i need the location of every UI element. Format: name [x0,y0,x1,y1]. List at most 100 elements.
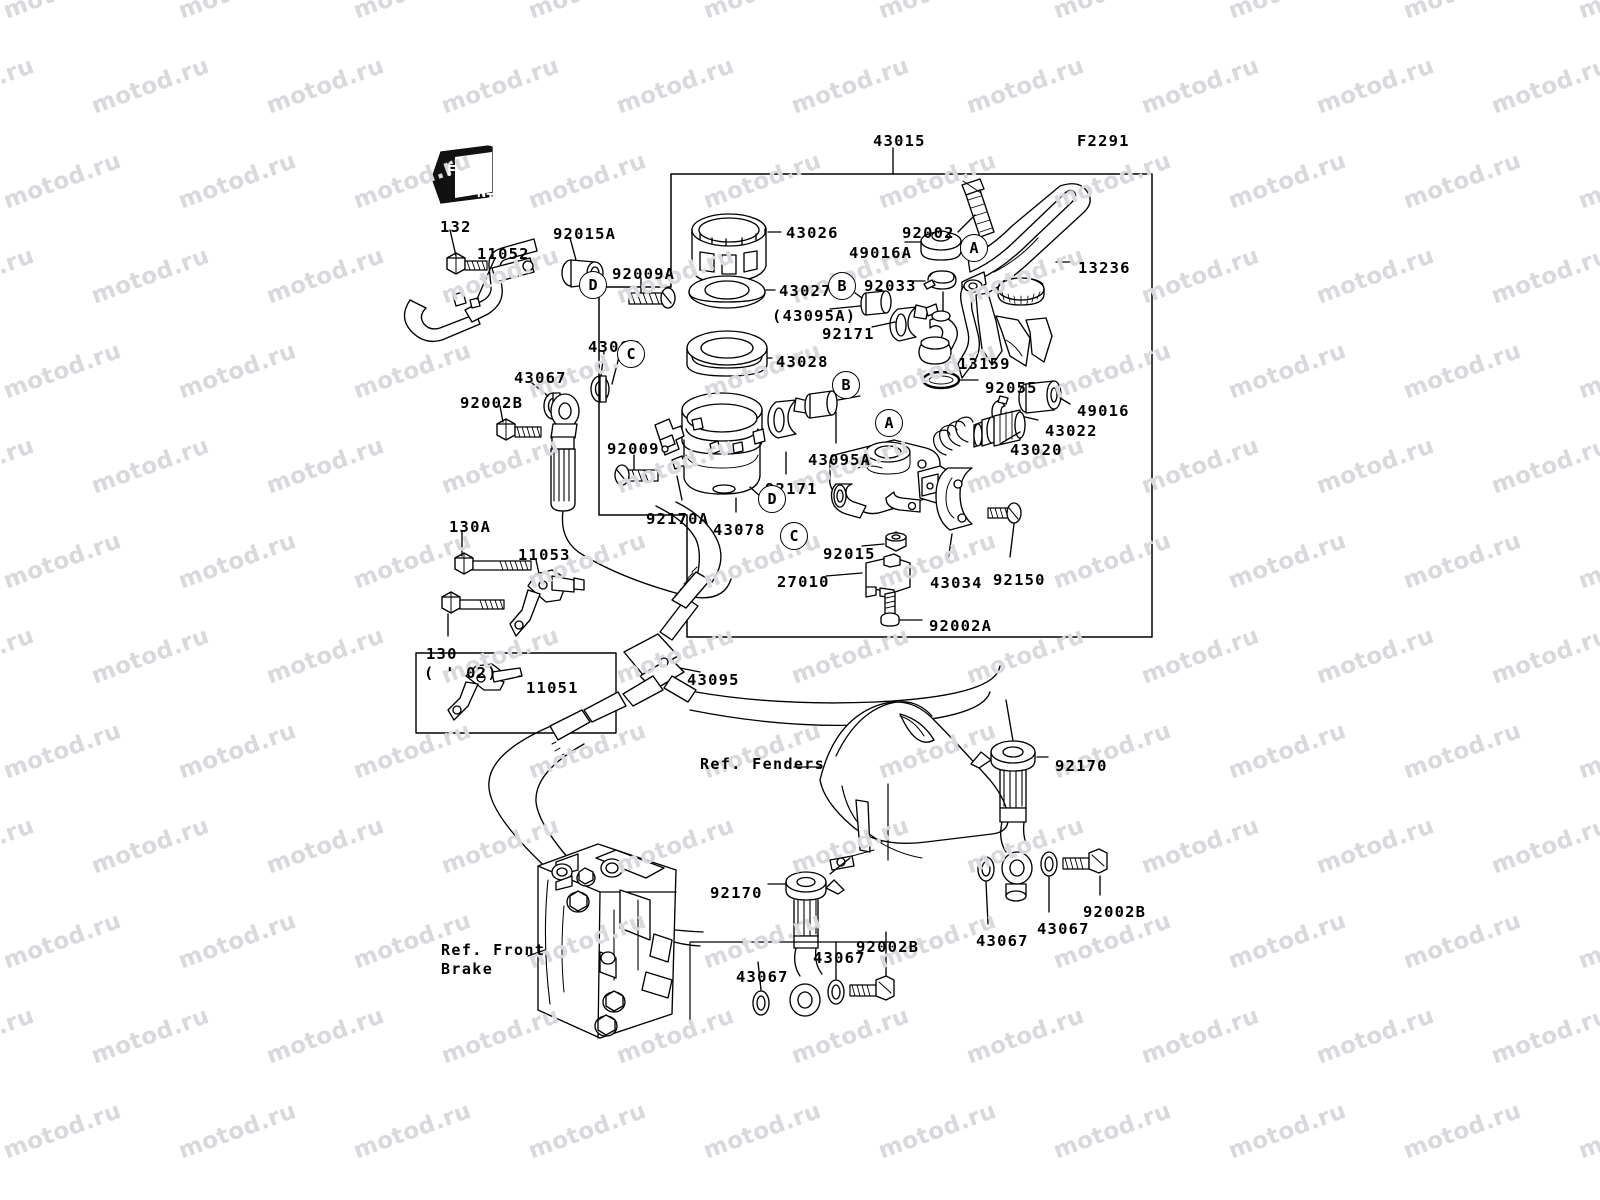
part-label-43067: 43067 [976,932,1029,950]
ref-fenders-label: Ref. Fenders [700,755,826,773]
part-label-43067: 43067 [813,949,866,967]
part-label-92002: 92002 [902,224,955,242]
part-43078-reservoir [681,392,766,495]
part-92055-oring [921,370,961,390]
part-130-bolt [441,591,505,614]
part-label-92170: 92170 [710,884,763,902]
part-label-43034: 43034 [930,574,983,592]
part-92009-screw [614,464,659,486]
part-label-02: ( ' 02) [424,664,498,682]
part-label-92055: 92055 [985,379,1038,397]
callout-circle-d-0: D [579,271,607,299]
part-11053-bracket [509,569,585,637]
part-92150-bolt [987,502,1022,524]
ref-front-brake-caliper [537,843,677,1039]
callout-circle-c-3: C [617,340,645,368]
ref-fender [819,701,1009,871]
part-label-43022: 43022 [1045,422,1098,440]
part-label-43095A: 43095A [808,451,872,469]
part-label-130A: 130A [449,518,492,536]
part-92009A-screw [628,287,676,309]
banjo-eye-left [789,983,821,1017]
part-label-92150: 92150 [993,571,1046,589]
part-label-43067: 43067 [736,968,789,986]
part-92170-banjo-right [970,740,1036,853]
front-arrow-letter-1: R [457,169,468,187]
part-label-11053: 11053 [518,546,571,564]
inset-box-02 [415,652,617,734]
part-label-43095A: (43095A) [772,307,857,325]
part-92033-circlip [923,270,957,290]
part-92015-nut [885,531,907,552]
part-label-49016A: 49016A [849,244,913,262]
front-arrow-letter-0: F [447,162,458,180]
part-label-92009: 92009 [607,440,660,458]
part-label-92002B: 92002B [460,394,524,412]
part-label-13159: 13159 [958,355,1011,373]
front-arrow-letter-2: O [467,176,478,194]
part-13236-brake-lever [957,183,1091,379]
part-43067-washer-left-outer [827,979,845,1005]
part-label-92171: 92171 [822,325,875,343]
part-92002B-bolt-left [496,418,542,441]
callout-circle-d-6: D [758,485,786,513]
callout-circle-c-7: C [780,522,808,550]
part-label-43027: 43027 [779,282,832,300]
part-label-92002B: 92002B [856,938,920,956]
ref-front-brake-label: Ref. Front Brake [441,941,546,978]
assembly-boundary-43015 [598,173,1153,638]
part-label-F2291: F2291 [1077,132,1130,150]
front-direction-arrow [431,145,493,204]
part-11052-bracket [403,238,538,343]
part-43028-diaphragm [686,330,768,377]
part-label-92033: 92033 [864,277,917,295]
part-label-43067: 43067 [1037,920,1090,938]
part-43067-washer-right-inner [977,856,995,882]
callout-circle-b-4: B [832,371,860,399]
front-arrow-letter-4: T [486,190,497,208]
brake-hose-upper-banjo [550,393,580,512]
part-label-43067: 43067 [514,369,567,387]
callout-circle-a-5: A [875,409,903,437]
part-label-43028: 43028 [776,353,829,371]
part-43034-clamp [935,467,973,531]
part-43026-cap [691,213,767,283]
part-label-43078: 43078 [713,521,766,539]
part-43067-washer-left-inner [752,990,770,1016]
part-label-43026: 43026 [786,224,839,242]
part-92002A-bolt [880,591,900,627]
part-49016-bush [1018,380,1062,414]
part-label-132: 132 [440,218,472,236]
part-43067-washer-right-outer [1040,851,1058,877]
part-43020-piston-kit [933,409,1026,456]
part-label-43015: 43015 [873,132,926,150]
part-13159-joint [918,310,958,365]
callout-circle-b-2: B [828,272,856,300]
part-label-92015A: 92015A [553,225,617,243]
part-label-49016: 49016 [1077,402,1130,420]
banjo-eye-right [1001,851,1033,902]
part-43095A-sleeve-lower [804,390,838,419]
part-label-92002B: 92002B [1083,903,1147,921]
part-label-130: 130 [426,645,458,663]
part-label-11051: 11051 [526,679,579,697]
part-label-92009A: 92009A [612,265,676,283]
part-92170A-clamp [654,418,686,470]
part-label-13236: 13236 [1078,259,1131,277]
part-92002B-bolt-left-lower [849,975,895,1001]
master-cylinder-body [829,439,951,519]
part-label-27010: 27010 [777,573,830,591]
part-label-92170: 92170 [1055,757,1108,775]
part-27010-switch [865,553,911,599]
front-arrow-letter-3: N [477,183,488,201]
part-43095-brake-hose [549,566,711,758]
callout-circle-a-1: A [960,234,988,262]
part-92002B-bolt-right [1062,848,1108,874]
part-label-92002A: 92002A [929,617,993,635]
part-label-11052: 11052 [477,245,530,263]
part-92171-clamp-right [767,396,819,439]
part-43067-washer-upper [590,375,610,403]
part-43027-plate [688,275,766,309]
